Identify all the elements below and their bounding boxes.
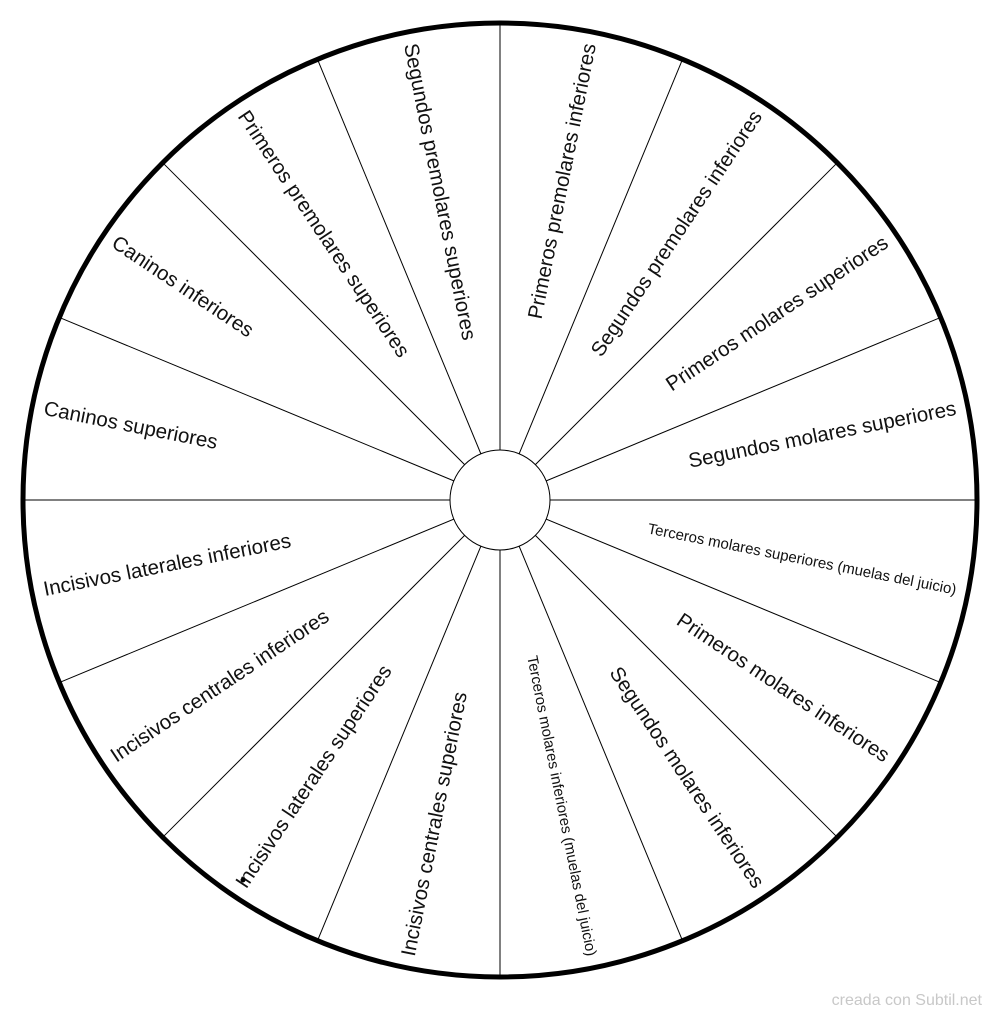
segment-divider [499, 60, 683, 501]
segment-divider [317, 60, 501, 501]
segment-divider [163, 499, 501, 837]
segment-divider [499, 163, 837, 501]
segment-divider [499, 317, 940, 501]
segment-divider [60, 317, 501, 501]
segment-divider [499, 499, 940, 683]
segment-divider [163, 163, 501, 501]
bullet-dot [240, 877, 246, 883]
segment-divider [60, 499, 501, 683]
wheel-hub[interactable] [449, 449, 551, 551]
segment-divider [317, 499, 501, 940]
watermark: creada con Subtil.net [831, 992, 982, 1009]
segment-divider [499, 499, 683, 940]
segment-divider [499, 499, 837, 837]
